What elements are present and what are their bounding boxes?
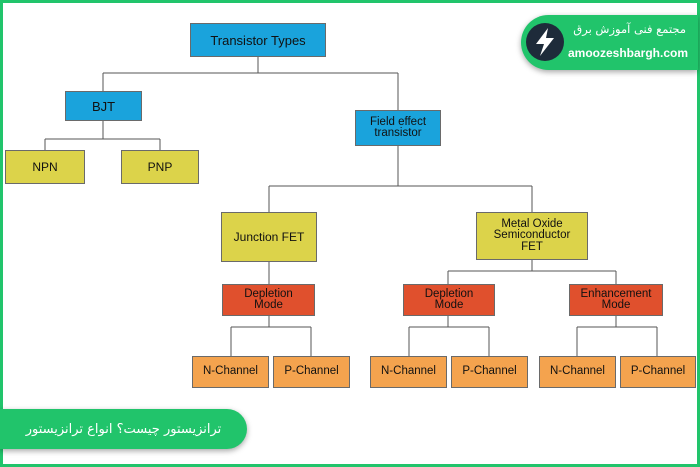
node-label: NPN: [32, 160, 58, 174]
brand-title: مجتمع فنی آموزش برق: [573, 22, 686, 36]
node-label: PNP: [147, 160, 173, 174]
node-mos-depletion-p-channel: P-Channel: [451, 356, 528, 388]
lightning-bolt-icon: [536, 28, 554, 56]
node-jfet-p-channel: P-Channel: [273, 356, 350, 388]
node-label: Field effect transistor: [369, 115, 427, 139]
node-jfet-depletion-mode: Depletion Mode: [222, 284, 315, 316]
node-mosfet-enhancement-mode: Enhancement Mode: [569, 284, 663, 316]
node-label: Transistor Types: [210, 32, 306, 48]
node-label: Metal Oxide Semiconductor FET: [493, 217, 571, 253]
node-label: N-Channel: [381, 365, 436, 378]
brand-url[interactable]: amoozeshbargh.com: [567, 46, 688, 60]
node-npn: NPN: [5, 150, 85, 184]
node-label: N-Channel: [203, 365, 258, 378]
caption-text: ترانزیستور چیست؟ انواع ترانزیستور: [25, 421, 222, 437]
node-label: P-Channel: [284, 365, 339, 378]
node-label: Enhancement Mode: [580, 287, 652, 311]
node-field-effect-transistor: Field effect transistor: [355, 110, 441, 146]
node-label: BJT: [91, 98, 116, 114]
node-mos-enhancement-n-channel: N-Channel: [539, 356, 616, 388]
node-mos-depletion-n-channel: N-Channel: [370, 356, 447, 388]
node-jfet-n-channel: N-Channel: [192, 356, 269, 388]
node-mosfet-depletion-mode: Depletion Mode: [403, 284, 495, 316]
node-label: P-Channel: [630, 365, 686, 378]
node-label: N-Channel: [550, 365, 605, 378]
brand-badge[interactable]: مجتمع فنی آموزش برق amoozeshbargh.com: [521, 15, 698, 70]
caption-banner: ترانزیستور چیست؟ انواع ترانزیستور: [0, 409, 247, 449]
node-label: Junction FET: [233, 230, 305, 244]
node-label: Depletion Mode: [244, 287, 293, 311]
brand-logo: [526, 23, 564, 61]
node-mos-enhancement-p-channel: P-Channel: [620, 356, 696, 388]
node-transistor-types: Transistor Types: [190, 23, 326, 57]
node-mosfet: Metal Oxide Semiconductor FET: [476, 212, 588, 260]
node-junction-fet: Junction FET: [221, 212, 317, 262]
node-label: Depletion Mode: [424, 287, 474, 311]
node-pnp: PNP: [121, 150, 199, 184]
node-bjt: BJT: [65, 91, 142, 121]
node-label: P-Channel: [462, 365, 517, 378]
